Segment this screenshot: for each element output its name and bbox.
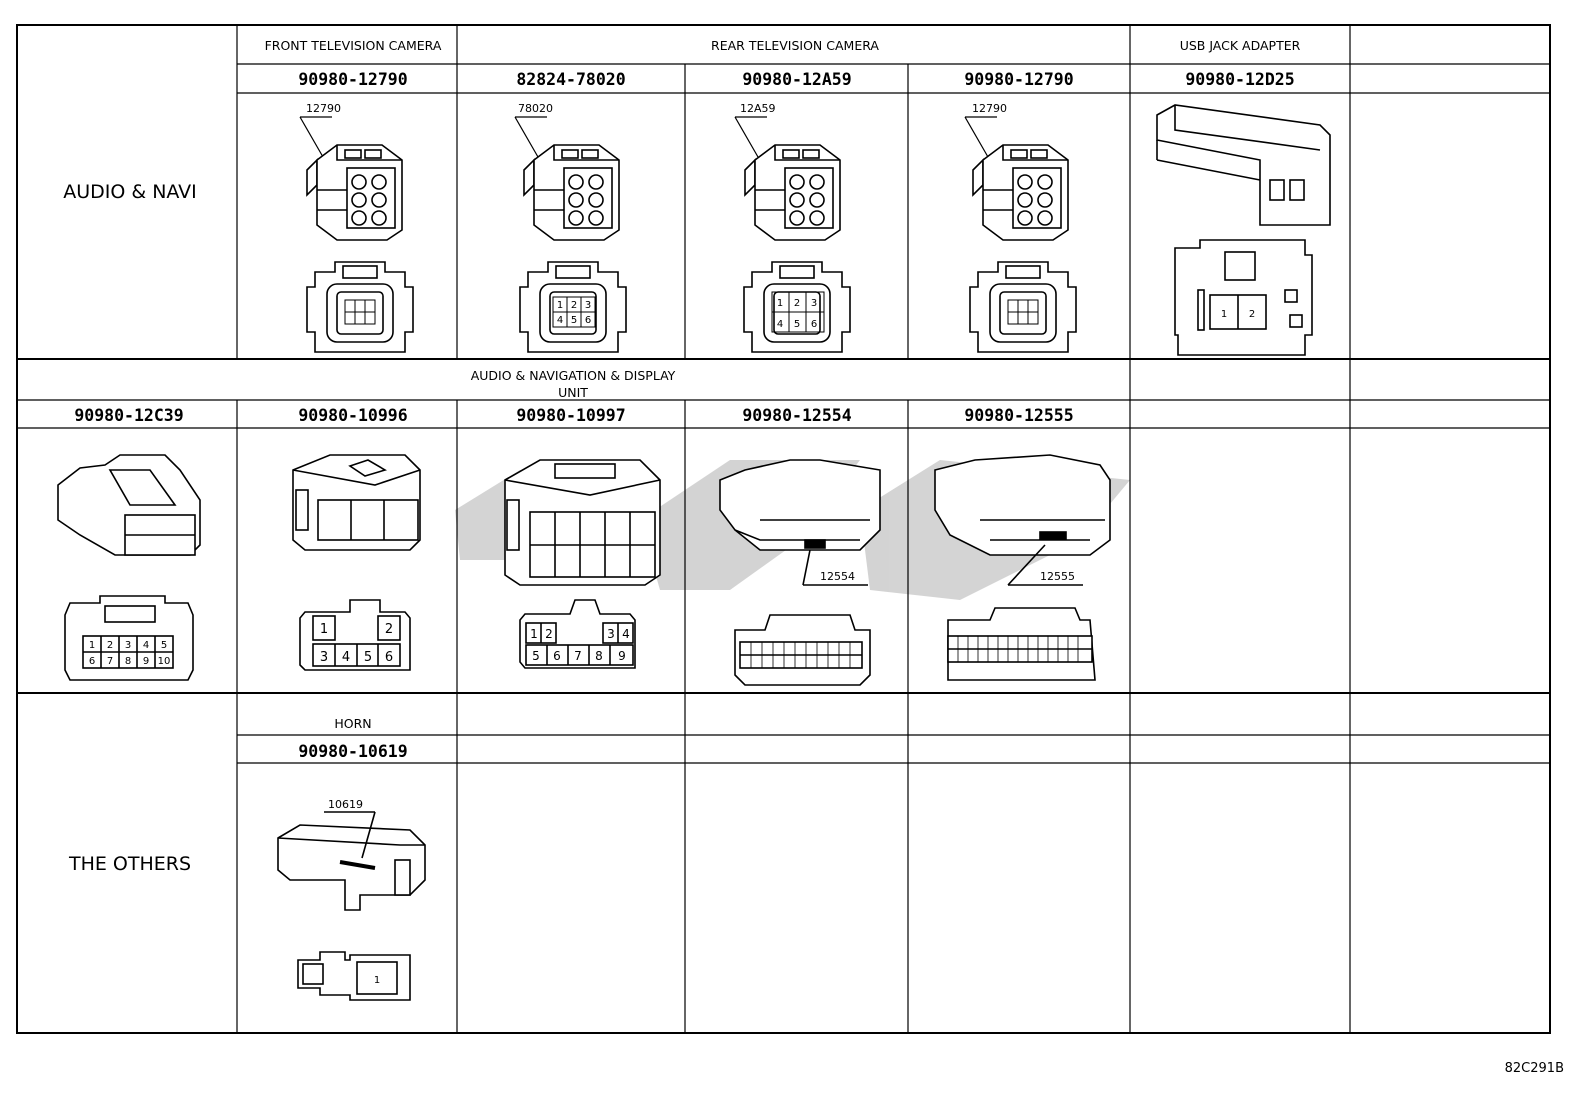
svg-text:4: 4 [342, 650, 350, 665]
pin-grid [1007, 299, 1039, 325]
callout-label: 12790 [306, 102, 341, 115]
header-horn: HORN [334, 716, 371, 731]
svg-text:2: 2 [545, 627, 553, 641]
svg-text:3: 3 [125, 640, 131, 651]
group-label-audio-navi: AUDIO & NAVI [63, 181, 197, 203]
svg-text:1: 1 [530, 627, 538, 641]
header-usb-jack-adapter: USB JACK ADAPTER [1180, 38, 1301, 53]
svg-text:6: 6 [553, 649, 561, 663]
figure-code: 82C291B [1505, 1061, 1564, 1076]
svg-text:4: 4 [143, 640, 149, 651]
table-grid [16, 24, 1551, 1034]
connector-90980-12790-rear: 12790 [964, 102, 1077, 353]
connector-90980-12554 [719, 459, 881, 686]
part-number: 90980-12D25 [1185, 70, 1294, 89]
svg-text:1: 1 [1221, 309, 1227, 320]
svg-text:4: 4 [622, 627, 630, 641]
svg-text:10: 10 [158, 656, 171, 667]
svg-text:6: 6 [385, 650, 393, 665]
header-rear-tv-camera: REAR TELEVISION CAMERA [711, 38, 879, 53]
svg-text:1: 1 [89, 640, 95, 651]
part-number: 90980-10619 [298, 742, 407, 761]
svg-text:2: 2 [1249, 309, 1255, 320]
svg-text:8: 8 [595, 649, 603, 663]
svg-text:6: 6 [89, 656, 95, 667]
svg-text:9: 9 [143, 656, 149, 667]
svg-text:3: 3 [811, 298, 817, 309]
svg-text:8: 8 [125, 656, 131, 667]
callout-label: 12554 [820, 570, 855, 583]
svg-text:9: 9 [618, 649, 626, 663]
svg-text:3: 3 [585, 300, 591, 311]
pin-cells [750, 642, 851, 668]
svg-text:7: 7 [107, 656, 113, 667]
svg-text:2: 2 [571, 300, 577, 311]
part-number: 90980-12790 [964, 70, 1073, 89]
svg-text:6: 6 [585, 315, 591, 326]
part-number: 90980-10996 [298, 406, 407, 425]
pin-numbers: 1 2 3 4 5 6 7 8 9 10 [89, 640, 171, 667]
group-label-the-others: THE OTHERS [68, 853, 191, 875]
pin-grid [344, 299, 376, 325]
svg-text:3: 3 [607, 627, 615, 641]
pin-number: 1 [374, 975, 380, 986]
svg-text:5: 5 [364, 650, 372, 665]
pin-cells [957, 636, 1079, 662]
svg-text:5: 5 [532, 649, 540, 663]
svg-text:5: 5 [571, 315, 577, 326]
svg-text:2: 2 [107, 640, 113, 651]
part-number: 82824-78020 [516, 70, 625, 89]
callout-label: 78020 [518, 102, 553, 115]
part-number: 90980-10997 [516, 406, 625, 425]
svg-text:1: 1 [777, 298, 783, 309]
header-audio-navigation-display-unit-line2: UNIT [558, 385, 588, 400]
svg-text:5: 5 [794, 319, 800, 330]
svg-text:2: 2 [385, 622, 393, 637]
svg-text:5: 5 [161, 640, 167, 651]
part-number: 90980-12790 [298, 70, 407, 89]
connector-90980-12790-front: 12790 [299, 102, 414, 353]
part-number: 90980-12C39 [74, 406, 183, 425]
svg-text:3: 3 [320, 650, 328, 665]
connector-90980-10996 [292, 454, 421, 671]
svg-text:2: 2 [794, 298, 800, 309]
part-number: 90980-12554 [742, 406, 851, 425]
connector-90980-12D25 [1156, 104, 1331, 356]
svg-text:7: 7 [574, 649, 582, 663]
callout-label: 12A59 [740, 102, 776, 115]
svg-text:4: 4 [777, 319, 783, 330]
pin-grid [771, 291, 825, 333]
svg-text:1: 1 [557, 300, 563, 311]
svg-text:4: 4 [557, 315, 563, 326]
callout-label: 10619 [328, 798, 363, 811]
part-number: 90980-12A59 [742, 70, 851, 89]
part-number: 90980-12555 [964, 406, 1073, 425]
pin-grid [552, 296, 596, 328]
header-audio-navigation-display-unit: AUDIO & NAVIGATION & DISPLAY [471, 368, 676, 383]
connector-90980-10619 [277, 811, 426, 1001]
callout-label: 12790 [972, 102, 1007, 115]
callout-label: 12555 [1040, 570, 1075, 583]
svg-text:1: 1 [320, 622, 328, 637]
connector-90980-10997 [504, 459, 661, 669]
header-front-tv-camera: FRONT TELEVISION CAMERA [265, 38, 442, 53]
connector-90980-12C39 [57, 454, 201, 681]
svg-text:6: 6 [811, 319, 817, 330]
